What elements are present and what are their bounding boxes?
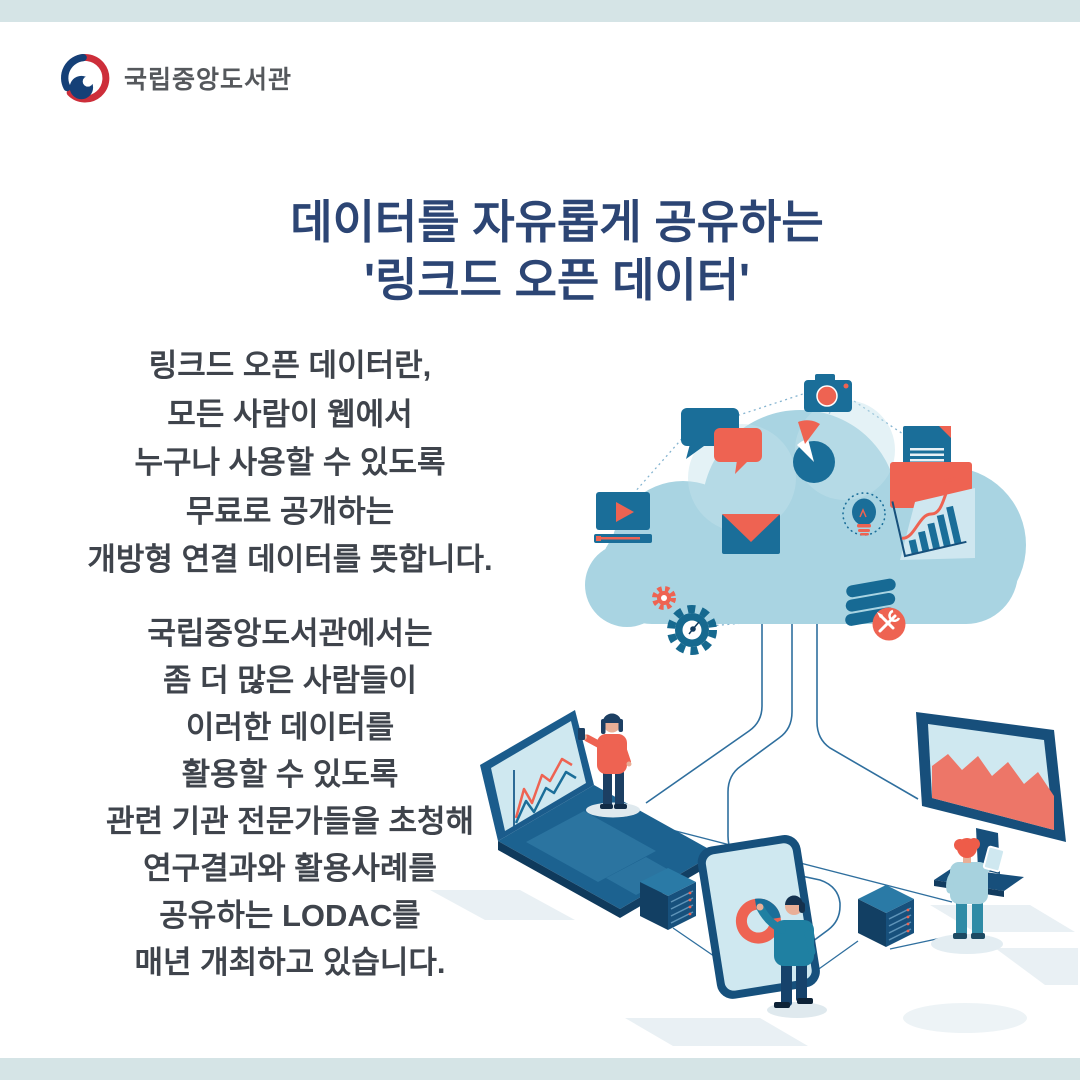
lightbulb-icon (842, 492, 886, 536)
man-touching-tablet (756, 895, 827, 1018)
text-line: 개방형 연결 데이터를 뜻합니다. (87, 542, 493, 577)
top-border-band (0, 0, 1080, 22)
org-name-label: 국립중앙도서관 (124, 66, 293, 94)
text-line: 링크드 오픈 데이터란, (148, 348, 432, 383)
paragraph-definition: 링크드 오픈 데이터란, 모든 사람이 웹에서 누구나 사용할 수 있도록 무료… (30, 342, 550, 585)
page-title: 데이터를 자유롭게 공유하는 '링크드 오픈 데이터' (150, 193, 964, 309)
text-line: 국립중앙도서관에서는 (147, 616, 433, 651)
title-line-2: '링크드 오픈 데이터' (364, 254, 750, 306)
paragraph-lodac: 국립중앙도서관에서는 좀 더 많은 사람들이 이러한 데이터를 활용할 수 있도… (30, 610, 550, 986)
monitor-with-area-chart (916, 712, 1066, 897)
text-line: 공유하는 LODAC를 (159, 898, 421, 933)
text-line: 연구결과와 활용사례를 (143, 851, 437, 886)
library-logo: 국립중앙도서관 (58, 52, 292, 104)
bottom-border-band (0, 1058, 1080, 1080)
text-line: 누구나 사용할 수 있도록 (134, 445, 446, 480)
text-line: 무료로 공개하는 (185, 493, 395, 529)
text-line: 좀 더 많은 사람들이 (163, 663, 417, 698)
chat-bubbles-icon (681, 408, 762, 474)
title-line-1: 데이터를 자유롭게 공유하는 (290, 196, 824, 248)
gears-icon (652, 586, 717, 655)
text-line: 활용할 수 있도록 (181, 757, 399, 792)
server-tower-left (640, 868, 696, 930)
mail-icon (722, 514, 780, 554)
pie-chart-icon (793, 420, 835, 483)
government-emblem-icon (61, 53, 110, 103)
woman-presenter (578, 713, 640, 818)
text-line: 관련 기관 전문가들을 초청해 (105, 804, 475, 839)
bar-chart-icon (891, 477, 975, 560)
camera-icon (804, 374, 852, 412)
text-line: 모든 사람이 웹에서 (167, 396, 413, 432)
text-line: 이러한 데이터를 (185, 710, 395, 745)
video-player-icon (594, 492, 652, 543)
server-tower-right (858, 885, 914, 947)
text-line: 매년 개최하고 있습니다. (134, 945, 446, 980)
folder-document-icon (890, 426, 972, 508)
man-with-tablet (931, 838, 1006, 954)
database-tools-icon (845, 578, 906, 641)
